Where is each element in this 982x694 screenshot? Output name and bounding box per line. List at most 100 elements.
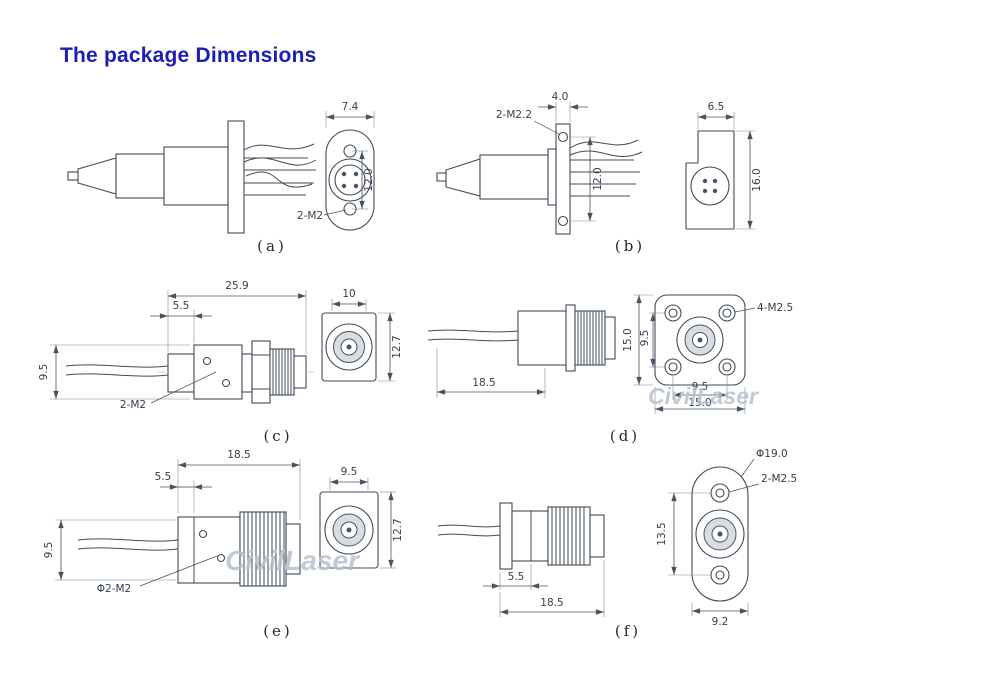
mounting-hole-top-bore	[715, 488, 725, 498]
figure-c-dimensions: 25.9 5.5 9.5 2-M2 10 12.7	[38, 280, 403, 411]
fiber-core	[346, 344, 352, 350]
figure-e-wires	[77, 538, 179, 551]
dim-e-flange-length: 5.5	[155, 471, 172, 483]
dim-f-hole-spacing: 13.5	[656, 522, 668, 545]
dim-d-flange-height: 15.0	[622, 328, 634, 351]
figure-b: 4.0 2-M2.2 12.0 6.5 16.0 (b)	[436, 91, 763, 255]
screw-hole	[198, 529, 208, 539]
thread-ribs	[551, 507, 585, 565]
body-block	[517, 310, 567, 366]
screw-hole	[216, 553, 226, 563]
mounting-hole-bore	[668, 308, 678, 318]
barrel-step	[547, 148, 557, 206]
thread-ribs	[272, 349, 292, 395]
barrel-body	[479, 154, 549, 200]
dim-d-hole-spacing-v: 9.5	[639, 330, 651, 347]
figure-c-wires	[65, 364, 169, 377]
page-title: The package Dimensions	[60, 44, 317, 67]
lead-pins	[570, 159, 640, 197]
barrel-body	[163, 146, 229, 206]
dim-e-screw: Φ2-M2	[97, 583, 131, 595]
figure-e: 18.5 5.5 9.5 Φ2-M2 9.5 12.7	[43, 449, 404, 640]
dim-f-length: 18.5	[540, 597, 563, 609]
dim-f-front-width: 9.2	[712, 616, 729, 628]
mounting-hole-bore	[722, 308, 732, 318]
figure-c: 25.9 5.5 9.5 2-M2 10 12.7	[38, 280, 403, 445]
dim-c-total-length: 25.9	[225, 280, 248, 292]
body-block	[511, 510, 549, 562]
dim-d-hole-spacing-h: 9.5	[692, 381, 709, 393]
lead-pins	[244, 157, 316, 196]
dim-c-front-height: 12.7	[391, 335, 403, 358]
thread-ribs	[243, 512, 285, 586]
dim-c-front-width: 10	[342, 288, 355, 300]
dim-e-front-height: 12.7	[392, 518, 404, 541]
figure-d-label: (d)	[610, 427, 640, 445]
figure-a-label: (a)	[257, 237, 287, 255]
receptacle-tip	[604, 316, 616, 360]
mounting-hole-top	[557, 131, 569, 143]
flange-plate	[555, 123, 571, 235]
dim-c-screw: 2-M2	[120, 399, 146, 411]
body-block	[193, 344, 243, 400]
dim-b-front-height: 16.0	[751, 168, 763, 191]
flange-plate	[499, 502, 513, 570]
dim-b-front-width: 6.5	[708, 101, 725, 113]
pigtail-wires	[243, 143, 317, 188]
figure-c-front-view	[321, 312, 377, 382]
figure-b-front-view	[685, 130, 735, 230]
figure-a-side-view	[67, 120, 317, 234]
figure-a-dimensions: 7.4 12.0 2-M2	[297, 101, 375, 222]
thread-ribs	[577, 311, 603, 365]
figure-c-side-view	[167, 340, 307, 404]
dim-f-flange-diameter: Φ19.0	[756, 448, 788, 460]
dim-e-body-height: 9.5	[43, 542, 55, 559]
figure-b-label: (b)	[615, 237, 645, 255]
dim-a-screw: 2-M2	[297, 210, 323, 222]
dim-c-body-height: 9.5	[38, 364, 50, 381]
figure-a: 7.4 12.0 2-M2 (a)	[67, 101, 375, 255]
figure-f-front-view	[691, 466, 749, 602]
to-can-inner	[334, 164, 366, 196]
watermark: CivilLaser	[225, 545, 361, 576]
figure-f-label: (f)	[615, 622, 641, 640]
neck	[241, 353, 253, 393]
dim-e-total-length: 18.5	[227, 449, 250, 461]
body-step	[167, 353, 195, 393]
mounting-hole-bore	[722, 362, 732, 372]
figure-f-dimensions: 5.5 18.5 Φ19.0 2-M2.5 13.5 9.2	[483, 448, 797, 628]
dim-f-screw: 2-M2.5	[761, 473, 797, 485]
figure-f-side-view	[499, 502, 605, 570]
to-can-outer	[690, 166, 730, 206]
screw-hole	[221, 378, 231, 388]
pin-dots	[702, 178, 718, 194]
mounting-hole-bore	[668, 362, 678, 372]
figure-d: 18.5 15.0 9.5 4-M2.5 9.5 15.0	[427, 294, 793, 445]
dim-b-screw: 2-M2.2	[496, 109, 532, 121]
fiber-core	[697, 337, 703, 343]
hex-facets	[252, 354, 270, 390]
mounting-hole-bottom-bore	[715, 570, 725, 580]
figure-d-wires	[427, 329, 519, 342]
figure-b-dimensions: 4.0 2-M2.2 12.0 6.5 16.0	[496, 91, 763, 230]
receptacle-tip	[293, 355, 307, 389]
figure-e-dimensions: 18.5 5.5 9.5 Φ2-M2 9.5 12.7	[43, 449, 404, 595]
barrel-front	[115, 153, 165, 199]
dim-f-flange-thickness: 5.5	[508, 571, 525, 583]
fiber-core	[717, 531, 723, 537]
figure-e-label: (e)	[263, 622, 293, 640]
nose-cone	[445, 158, 481, 197]
figure-e-front-view	[319, 491, 379, 569]
mounting-hole-bottom	[557, 215, 569, 227]
dim-c-flange-length: 5.5	[173, 300, 190, 312]
dim-e-front-width: 9.5	[341, 466, 358, 478]
fiber-core	[346, 527, 352, 533]
threaded-barrel	[547, 506, 591, 566]
flange-ring	[565, 304, 576, 372]
dim-a-height: 12.0	[363, 168, 375, 191]
figure-d-side-view	[517, 304, 616, 372]
watermark: CivilLaser	[648, 383, 759, 409]
flange-plate	[227, 120, 245, 234]
